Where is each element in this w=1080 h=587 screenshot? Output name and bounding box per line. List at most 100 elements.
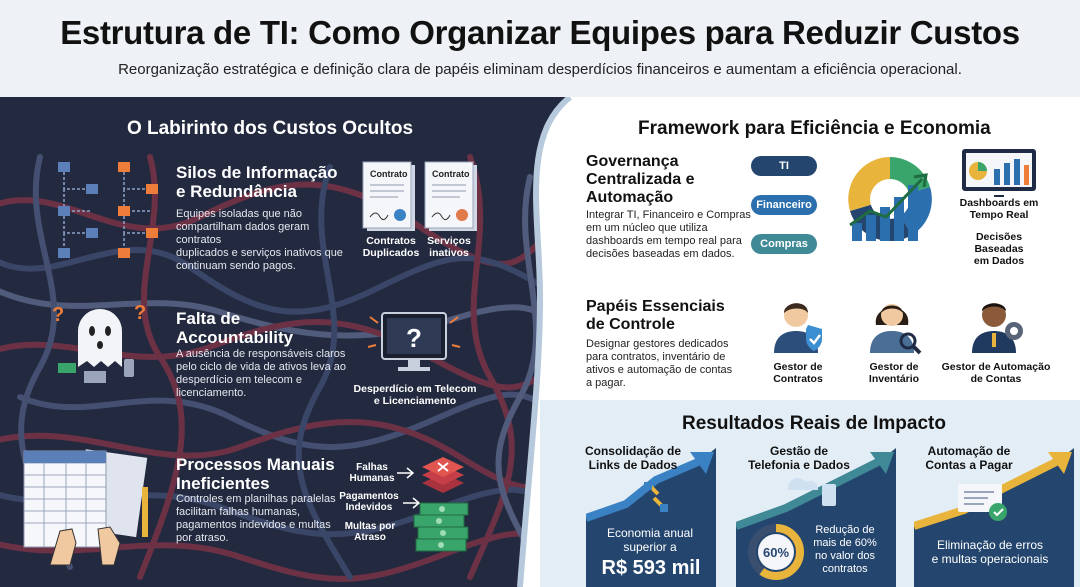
label-line: Falhas: [356, 462, 388, 473]
money-stack-icon: [413, 502, 469, 552]
result-card-2-title: Gestão de Telefonia e Dados: [736, 444, 862, 472]
manual-title-line: Ineficientes: [176, 474, 270, 493]
data-decisions-caption: Decisões Baseadas em Dados: [962, 231, 1036, 267]
caption-line: e Licenciamento: [373, 395, 457, 407]
card-title-line: Telefonia e Dados: [748, 458, 850, 472]
caption-line: Serviços: [427, 235, 471, 247]
caption-line: em Dados: [973, 255, 1025, 267]
body-line: Designar gestores dedicados: [586, 338, 729, 350]
label-line: Indevidos: [345, 502, 393, 513]
telecom-waste-caption: Desperdício em Telecom e Licenciamento: [350, 383, 480, 407]
pill-ti: TI: [751, 156, 817, 176]
body-line: desperdício em telecom e: [176, 374, 302, 386]
manual-processes-body: Controles em planilhas paralelas facilit…: [176, 493, 356, 545]
dashboard-monitor-icon: [962, 149, 1036, 197]
automation-manager-avatar: [972, 303, 1023, 353]
spreadsheet-hands-icon: [23, 449, 148, 566]
growth-chart-icon: [848, 157, 932, 242]
caption-line: Baseadas: [974, 243, 1024, 255]
label-line: Multas por: [344, 521, 396, 532]
card-text-line: Eliminação de erros: [936, 538, 1044, 552]
result-card-1-text: Economia anual superior a: [590, 526, 710, 554]
contract-doc-label: Contrato: [432, 169, 470, 179]
header: Estrutura de TI: Como Organizar Equipes …: [0, 0, 1080, 97]
label-line: Pagamentos: [339, 491, 399, 502]
result-card-3-title: Automação de Contas a Pagar: [914, 444, 1024, 472]
body-line: decisões baseadas em dados.: [586, 248, 735, 260]
card-text-line: mais de 60%: [813, 537, 877, 549]
result-card-1-title: Consolidação de Links de Dados: [580, 444, 686, 472]
ghost-icon: ? ?: [52, 302, 146, 383]
body-line: a pagar.: [586, 377, 626, 389]
undue-payments-label: Pagamentos Indevidos: [338, 491, 400, 513]
body-line: dashboards em tempo real para: [586, 235, 742, 247]
accountability-title-line: Accountability: [176, 328, 294, 347]
caption-line: Tempo Real: [969, 209, 1029, 221]
caption-line: Desperdício em Telecom: [353, 383, 477, 395]
result-card-3-text: Eliminação de erros e multas operacionai…: [920, 538, 1060, 566]
silos-title-line: Silos de Informação: [176, 163, 338, 182]
framework-heading: Framework para Eficiência e Economia: [638, 118, 991, 139]
card-text-line: Economia anual: [606, 526, 694, 540]
accountability-title-line: Falta de: [176, 309, 241, 328]
card-text-line: no valor dos: [815, 550, 875, 562]
results-heading: Resultados Reais de Impacto: [682, 413, 946, 434]
silos-body: Equipes isoladas que não compartilham da…: [176, 208, 346, 273]
results-panel: Resultados Reais de Impacto Consolidação…: [540, 400, 1080, 587]
pill-compras: Compras: [751, 234, 817, 254]
body-line: ativos e automação de contas: [586, 364, 733, 376]
roles-title-line: de Controle: [586, 316, 675, 333]
error-stack-icon: [422, 457, 464, 493]
body-line: licenciamento.: [176, 387, 247, 399]
manual-processes-title: Processos Manuais Ineficientes: [176, 455, 335, 493]
contract-document-icon: Contrato: [424, 161, 477, 231]
svg-text:?: ?: [52, 304, 64, 326]
donut-percent-label: 60%: [763, 545, 789, 560]
pill-financeiro: Financeiro: [751, 195, 817, 215]
dashboards-caption: Dashboards em Tempo Real: [952, 197, 1046, 221]
card-text-line: superior a: [623, 540, 677, 554]
donut-gauge: 60%: [748, 524, 804, 580]
svg-text:?: ?: [134, 302, 146, 324]
caption-line: Duplicados: [362, 247, 420, 259]
card-title-line: Automação de: [927, 444, 1011, 458]
card-title-line: Gestão de: [769, 444, 829, 458]
inactive-services-caption: Serviços inativos: [418, 235, 480, 259]
automation-manager-caption: Gestor de Automação de Contas: [940, 361, 1052, 385]
late-fines-label: Multas por Atraso: [342, 521, 398, 543]
governance-title: Governança Centralizada e Automação: [586, 153, 694, 207]
result-card-1-background: [586, 448, 716, 587]
result-card-2-text: Redução de mais de 60% no valor dos cont…: [808, 524, 882, 576]
label-line: Atraso: [354, 532, 386, 543]
monitor-question-icon: ?: [367, 312, 461, 371]
caption-line: Decisões: [975, 231, 1023, 243]
silos-title: Silos de Informação e Redundância: [176, 163, 338, 201]
body-line: Integrar TI, Financeiro e Compras: [586, 209, 751, 221]
silos-title-line: e Redundância: [176, 182, 297, 201]
governance-title-line: Automação: [586, 189, 674, 206]
caption-line: inativos: [429, 247, 469, 259]
result-card-3-background: [914, 448, 1074, 587]
hidden-costs-panel: O Labirinto dos Custos Ocultos Silos de …: [0, 97, 600, 587]
page-subtitle: Reorganização estratégica e definição cl…: [118, 61, 962, 78]
body-line: pagamentos indevidos e multas: [176, 519, 331, 531]
card-text-line: e multas operacionais: [931, 552, 1049, 566]
body-line: para contratos, inventário de: [586, 351, 726, 363]
manual-title-line: Processos Manuais: [176, 455, 335, 474]
body-line: em um núcleo que utiliza: [586, 222, 708, 234]
card-text-line: contratos: [822, 563, 868, 575]
data-silos-icon: [58, 162, 158, 258]
body-line: facilitam falhas humanas,: [176, 506, 301, 518]
contract-manager-caption: Gestor de Contratos: [758, 361, 838, 385]
hidden-costs-heading: O Labirinto dos Custos Ocultos: [126, 118, 414, 139]
svg-text:?: ?: [406, 323, 422, 353]
body-line: compartilham dados geram contratos: [176, 221, 310, 246]
governance-title-line: Centralizada e: [586, 171, 695, 188]
caption-line: Gestor de Automação: [941, 361, 1051, 373]
inventory-manager-avatar: [870, 304, 922, 355]
label-line: Humanas: [349, 473, 395, 484]
body-line: duplicados e serviços inativos que: [176, 247, 343, 259]
governance-title-line: Governança: [586, 153, 679, 170]
body-line: continuam sendo pagos.: [176, 260, 296, 272]
roles-title: Papéis Essenciais de Controle: [586, 298, 725, 334]
